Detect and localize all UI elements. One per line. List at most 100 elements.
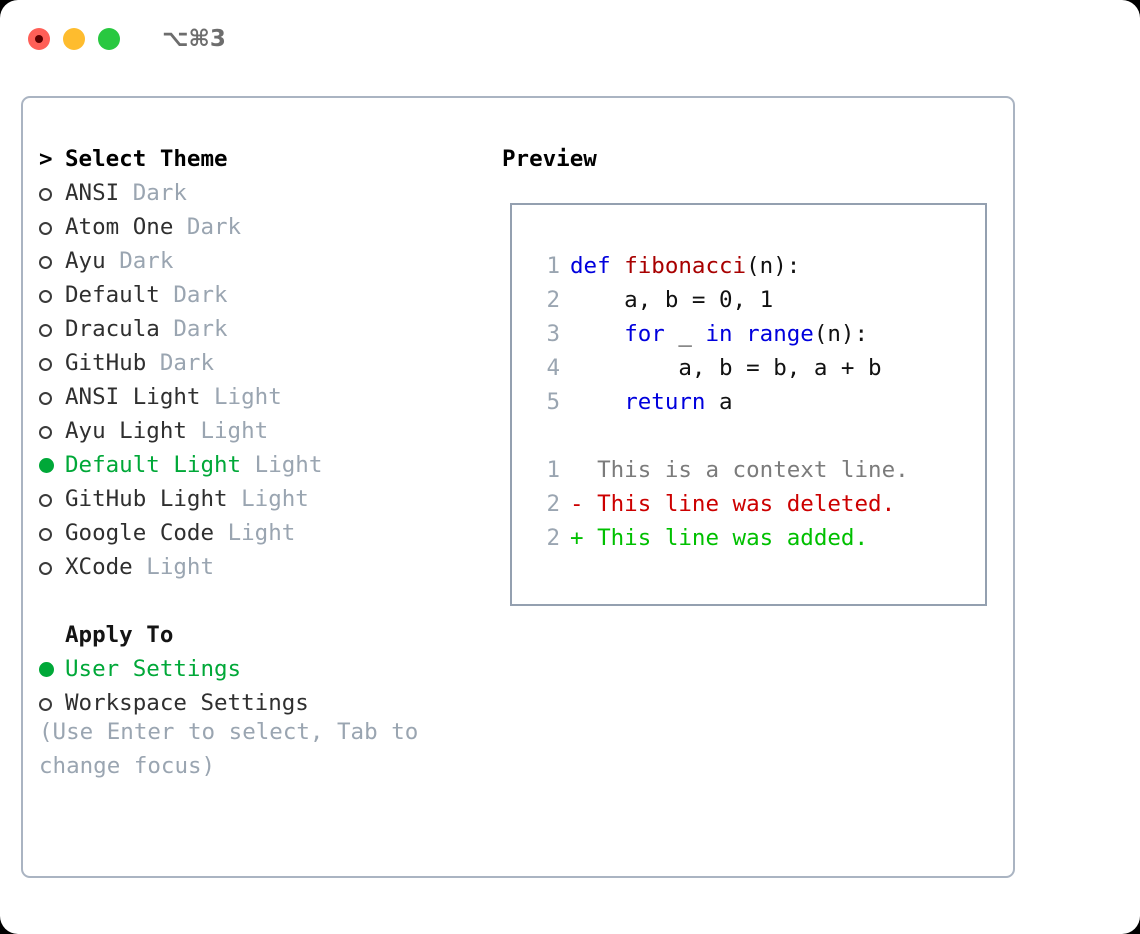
theme-name: ANSI Light	[65, 384, 201, 410]
page-title: Select Theme	[65, 146, 228, 172]
theme-radio-marker	[39, 380, 65, 414]
theme-radio-marker	[39, 516, 65, 550]
code-token: _	[664, 321, 706, 347]
preview-title: Preview	[502, 146, 597, 172]
radio-unselected-icon	[39, 256, 52, 269]
code-line: 5 return a	[530, 385, 909, 419]
theme-radio-marker	[39, 482, 65, 516]
code-token: (n):	[746, 253, 801, 279]
apply-to-label: Apply To	[65, 622, 174, 648]
title-bar: ⌥⌘3	[0, 0, 1140, 78]
code-token	[570, 317, 624, 351]
code-token: in	[705, 321, 733, 347]
line-number: 2	[546, 525, 560, 551]
theme-category: Dark	[173, 282, 228, 308]
theme-category: Dark	[119, 248, 174, 274]
theme-category: Light	[241, 486, 309, 512]
radio-unselected-icon	[39, 324, 52, 337]
theme-radio-marker	[39, 346, 65, 380]
prompt-caret-icon: >	[39, 146, 53, 172]
theme-category: Dark	[132, 180, 187, 206]
line-number: 5	[546, 389, 560, 415]
theme-list-item[interactable]: Default Light Light	[39, 448, 479, 482]
radio-unselected-icon	[39, 358, 52, 371]
theme-list-item[interactable]: Ayu Dark	[39, 244, 479, 278]
code-line: 2 a, b = 0, 1	[530, 283, 909, 317]
theme-picker-header: > Select Theme	[39, 142, 479, 176]
theme-name: ANSI	[65, 180, 120, 206]
radio-unselected-icon	[39, 222, 52, 235]
radio-unselected-icon	[39, 188, 52, 201]
apply-to-option[interactable]: User Settings	[39, 652, 479, 686]
theme-name: Ayu Light	[65, 418, 187, 444]
maximize-button[interactable]	[98, 28, 120, 50]
theme-radio-marker	[39, 550, 65, 584]
theme-category: Light	[214, 384, 282, 410]
theme-list-item[interactable]: GitHub Light Light	[39, 482, 479, 516]
theme-radio-marker	[39, 278, 65, 312]
code-token: a, b = b, a + b	[570, 355, 882, 381]
diff-line: 1 This is a context line.	[530, 453, 909, 487]
diff-sign: -	[570, 491, 598, 517]
minimize-button[interactable]	[63, 28, 85, 50]
code-line: 3 for _ in range(n):	[530, 317, 909, 351]
list-spacer	[39, 584, 479, 618]
keyboard-shortcut-label: ⌥⌘3	[162, 26, 226, 52]
diff-sign	[570, 453, 597, 487]
radio-unselected-icon	[39, 528, 52, 541]
theme-list-item[interactable]: ANSI Light Light	[39, 380, 479, 414]
theme-list-item[interactable]: GitHub Dark	[39, 346, 479, 380]
radio-unselected-icon	[39, 290, 52, 303]
line-number: 2	[546, 491, 560, 517]
radio-unselected-icon	[39, 562, 52, 575]
apply-to-radio-marker	[39, 652, 65, 686]
theme-list-item[interactable]: XCode Light	[39, 550, 479, 584]
apply-to-header: Apply To	[39, 618, 479, 652]
close-button[interactable]	[28, 28, 50, 50]
code-blank-line	[530, 419, 909, 453]
radio-unselected-icon	[39, 698, 52, 711]
apply-to-option-label: Workspace Settings	[65, 690, 309, 716]
diff-line: 2- This line was deleted.	[530, 487, 909, 521]
code-token: a, b = 0, 1	[570, 287, 774, 313]
theme-name: Dracula	[65, 316, 160, 342]
theme-category: Light	[146, 554, 215, 580]
line-number: 3	[546, 321, 560, 347]
theme-list-item[interactable]: Google Code Light	[39, 516, 479, 550]
theme-name: Ayu	[65, 248, 106, 274]
traffic-lights	[28, 28, 120, 50]
apply-to-radio-marker	[39, 686, 65, 720]
theme-list-item[interactable]: Atom One Dark	[39, 210, 479, 244]
theme-category: Dark	[173, 316, 228, 342]
radio-selected-icon	[39, 458, 54, 473]
code-token: a	[705, 389, 733, 415]
theme-name: GitHub Light	[65, 486, 228, 512]
apply-to-option-label: User Settings	[65, 656, 242, 682]
line-number: 4	[546, 355, 560, 381]
code-token: fibonacci	[624, 253, 747, 279]
theme-list-item[interactable]: ANSI Dark	[39, 176, 479, 210]
apply-to-option[interactable]: Workspace Settings	[39, 686, 479, 720]
theme-category: Light	[200, 418, 269, 444]
theme-list-item[interactable]: Dracula Dark	[39, 312, 479, 346]
diff-text: This is a context line.	[597, 457, 909, 483]
theme-radio-marker	[39, 312, 65, 346]
diff-text: This line was deleted.	[597, 491, 896, 517]
theme-radio-marker	[39, 176, 65, 210]
radio-unselected-icon	[39, 494, 52, 507]
theme-list-item[interactable]: Default Dark	[39, 278, 479, 312]
keyboard-hint: (Use Enter to select, Tab to change focu…	[39, 719, 419, 779]
theme-category: Light	[254, 452, 323, 478]
code-line: 4 a, b = b, a + b	[530, 351, 909, 385]
theme-list-item[interactable]: Ayu Light Light	[39, 414, 479, 448]
theme-category: Dark	[186, 214, 242, 240]
theme-radio-marker	[39, 414, 65, 448]
diff-line: 2+ This line was added.	[530, 521, 909, 555]
code-token	[733, 317, 747, 351]
